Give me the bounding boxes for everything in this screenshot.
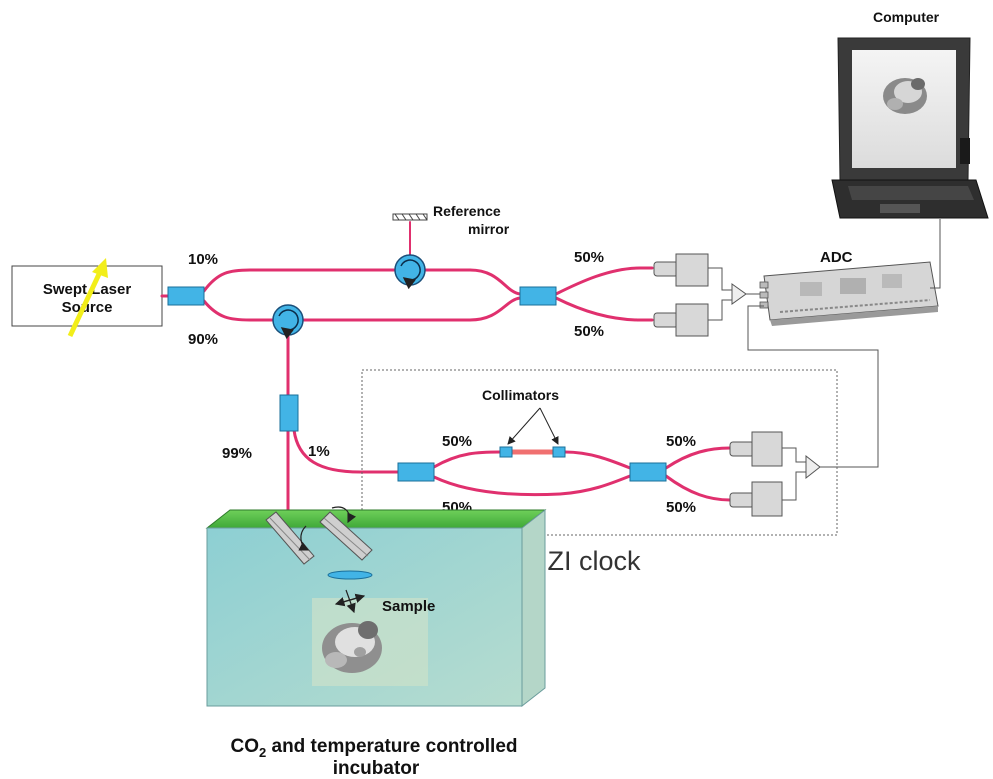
coupler-99-1 <box>279 394 299 432</box>
split-label-10: 10% <box>188 251 218 268</box>
split-label-ref-50-top: 50% <box>574 249 604 266</box>
mzi-clock-box <box>361 369 838 536</box>
embryo-icon-sample <box>322 621 382 673</box>
split-label-ref-50-bottom: 50% <box>574 323 604 340</box>
split-label-mzi-top-right: 50% <box>666 433 696 450</box>
reference-mirror-label-2: mirror <box>468 221 510 237</box>
coupler-mzi-out <box>629 462 667 482</box>
galvo-mirror-left <box>265 511 315 565</box>
embryo-icon-screen <box>883 78 927 114</box>
reference-mirror-label-1: Reference <box>433 203 501 219</box>
wire-mzi-clock-adc <box>747 305 879 468</box>
collimators-label: Collimators <box>482 387 559 403</box>
computer-label: Computer <box>873 9 940 25</box>
rotation-arrow-icon-left <box>298 525 310 551</box>
galvo-mirror-right <box>319 511 373 561</box>
circulator-icon-reference <box>394 254 426 290</box>
coupler-mzi-in <box>397 462 435 482</box>
split-label-mzi-bottom-right: 50% <box>666 499 696 516</box>
collimator-right <box>552 446 566 458</box>
split-label-mzi-top-left: 50% <box>442 433 472 450</box>
laptop-icon <box>831 37 989 219</box>
adc-card-icon <box>759 261 939 326</box>
circulator-icon-sample <box>272 304 304 340</box>
fiber-network <box>160 221 732 612</box>
laser-label-1: Swept Laser <box>43 281 132 298</box>
balanced-detector-mzi <box>729 431 821 517</box>
collimator-left <box>499 446 513 458</box>
balanced-detector-reference <box>653 253 765 337</box>
sample-label: Sample <box>382 598 435 615</box>
collimator-pointer-right <box>539 407 559 445</box>
rotation-arrow-icon <box>331 506 357 524</box>
incubator-caption-line1: CO2 and temperature controlled <box>230 736 517 760</box>
collimator-pointer-left <box>507 407 541 445</box>
adc-label: ADC <box>820 249 853 266</box>
reference-mirror <box>392 213 428 221</box>
coupler-50-50-reference <box>519 286 557 306</box>
split-label-90: 90% <box>188 331 218 348</box>
laser-sweep-arrow-icon <box>67 258 108 338</box>
split-label-1: 1% <box>308 443 330 460</box>
objective-lens <box>327 570 373 580</box>
focus-arrows-icon <box>334 589 366 614</box>
coupler-10-90 <box>167 286 205 306</box>
split-label-99: 99% <box>222 445 252 462</box>
wire-adc-computer <box>930 219 941 289</box>
incubator-caption-line2: incubator <box>333 758 420 779</box>
laser-label-2: Source <box>62 299 113 316</box>
